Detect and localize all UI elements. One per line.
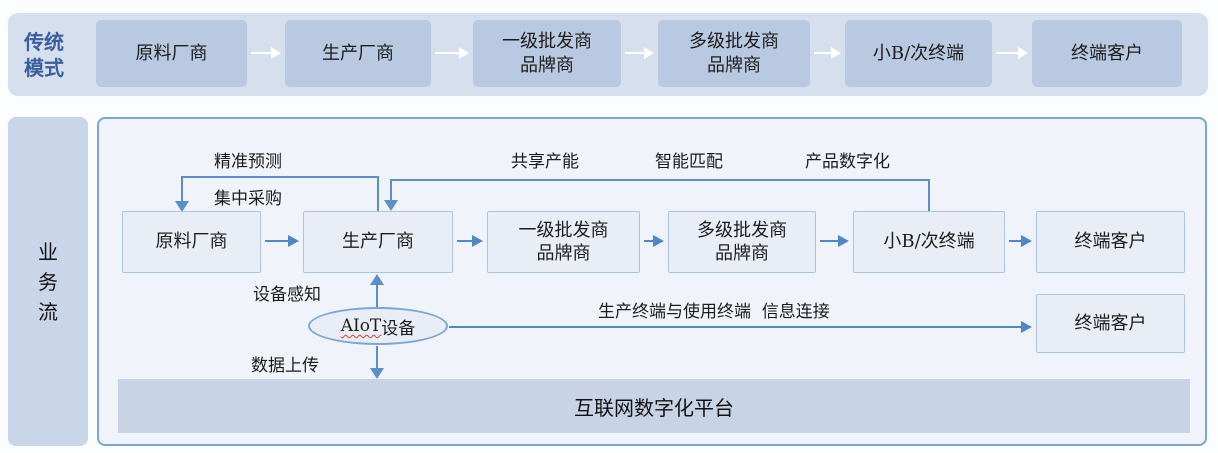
arrow-right-icon bbox=[435, 47, 469, 59]
bracket-forecast-riser bbox=[377, 176, 379, 212]
arrow-right-icon bbox=[820, 235, 849, 247]
trad-node-small-b-terminal: 小B/次终端 bbox=[845, 20, 992, 87]
label-terminal-connection: 生产终端与使用终端 信息连接 bbox=[598, 302, 830, 322]
trad-node-tier1-wholesaler: 一级批发商 品牌商 bbox=[473, 20, 621, 87]
arrow-up-icon bbox=[370, 274, 384, 285]
trad-node-multi-wholesaler: 多级批发商 品牌商 bbox=[658, 20, 810, 87]
flow-node-small-b-terminal: 小B/次终端 bbox=[853, 211, 1005, 273]
flow-node-raw-material: 原料厂商 bbox=[122, 211, 261, 273]
business-flow-strip: 业 务 流 bbox=[8, 117, 88, 446]
traditional-strip-title: 传统 模式 bbox=[24, 30, 64, 81]
bracket-forecast-line bbox=[181, 176, 379, 178]
flow-node-manufacturer: 生产厂商 bbox=[303, 211, 453, 273]
trad-node-raw-material: 原料厂商 bbox=[96, 20, 247, 87]
trad-node-manufacturer: 生产厂商 bbox=[285, 20, 431, 87]
label-digitize: 产品数字化 bbox=[805, 152, 890, 172]
platform-bar: 互联网数字化平台 bbox=[118, 379, 1190, 433]
bracket-capacity-drop bbox=[390, 179, 392, 201]
arrow-right-icon bbox=[625, 47, 654, 59]
aiot-upload-line bbox=[376, 346, 378, 369]
aiot-device-label-cn: 设备 bbox=[381, 318, 416, 339]
label-forecast: 精准预测 bbox=[214, 152, 282, 172]
aiot-device-label-en: AIoT bbox=[340, 316, 382, 336]
label-capacity: 共享产能 bbox=[511, 152, 579, 172]
label-device-sense: 设备感知 bbox=[253, 285, 321, 305]
aiot-connect-line bbox=[449, 326, 1022, 328]
platform-bar-title: 互联网数字化平台 bbox=[574, 395, 734, 420]
arrow-right-icon bbox=[1021, 321, 1032, 333]
arrow-right-icon bbox=[251, 47, 281, 59]
label-match: 智能匹配 bbox=[655, 152, 723, 172]
bracket-capacity-riser bbox=[928, 179, 930, 212]
arrow-down-icon bbox=[370, 368, 384, 379]
arrow-right-icon bbox=[457, 235, 483, 247]
bracket-forecast-drop bbox=[181, 176, 183, 202]
flow-node-end-customer-2: 终端客户 bbox=[1036, 294, 1185, 353]
arrow-right-icon bbox=[1009, 235, 1032, 247]
business-flow-title: 业 务 流 bbox=[38, 239, 58, 324]
label-data-upload: 数据上传 bbox=[251, 356, 319, 376]
label-purchase: 集中采购 bbox=[214, 189, 282, 209]
arrow-right-icon bbox=[996, 47, 1028, 59]
flow-node-multi-wholesaler: 多级批发商 品牌商 bbox=[668, 211, 816, 273]
arrow-down-icon bbox=[384, 200, 398, 211]
arrow-down-icon bbox=[175, 201, 189, 212]
aiot-sense-line bbox=[376, 284, 378, 307]
arrow-right-icon bbox=[814, 47, 841, 59]
flow-node-end-customer: 终端客户 bbox=[1036, 211, 1185, 273]
arrow-right-icon bbox=[265, 235, 299, 247]
bracket-capacity-line bbox=[390, 179, 930, 181]
trad-node-end-customer: 终端客户 bbox=[1032, 20, 1182, 87]
arrow-right-icon bbox=[644, 235, 664, 247]
flow-node-tier1-wholesaler: 一级批发商 品牌商 bbox=[487, 211, 640, 273]
